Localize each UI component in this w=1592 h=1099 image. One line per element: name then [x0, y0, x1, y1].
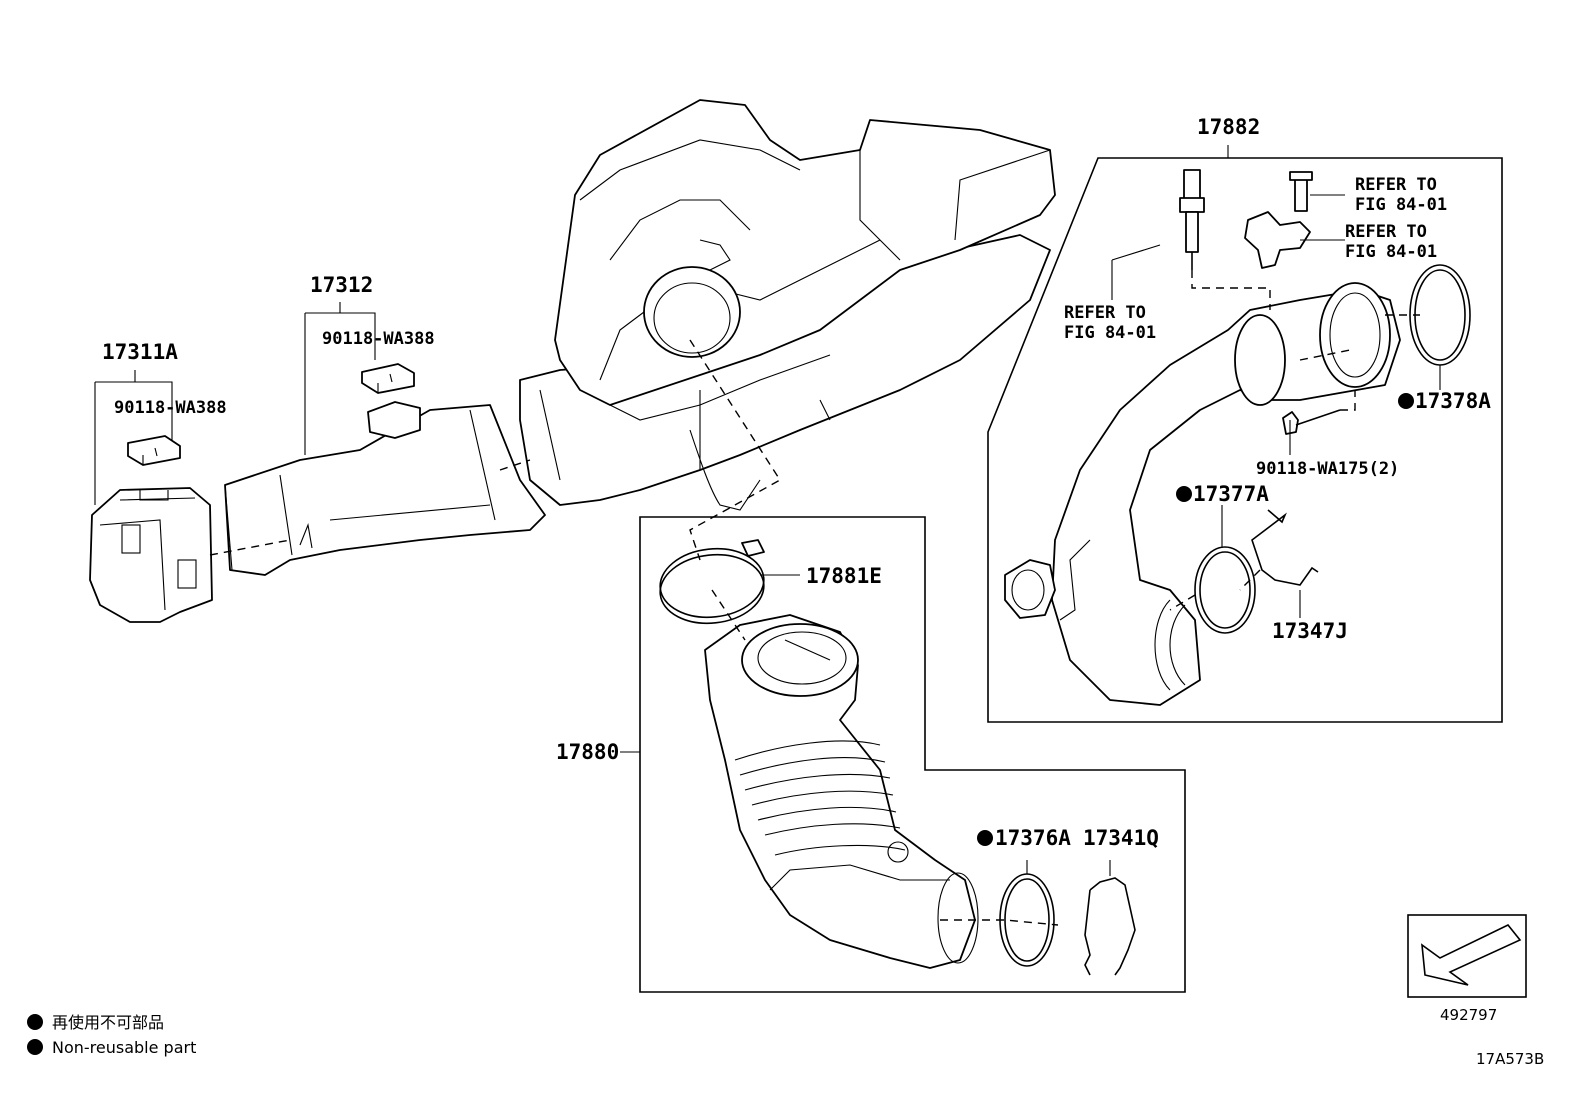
label-90118-wa388-left: 90118-WA388	[114, 398, 227, 418]
label-17880: 17880	[556, 740, 619, 764]
bolt-90118-wa175	[1282, 409, 1341, 435]
clip-90118-wa388-left	[127, 435, 181, 466]
label-refer-1a: REFER TO	[1355, 175, 1437, 195]
label-17341q: 17341Q	[1083, 826, 1159, 850]
arrow-code: 492797	[1440, 1006, 1497, 1024]
label-17377a: 17377A	[1193, 482, 1269, 506]
part-17882	[1004, 282, 1401, 706]
part-17341q	[1084, 877, 1136, 976]
label-17311a: 17311A	[102, 340, 178, 364]
callout-box-17882	[987, 157, 1503, 723]
part-17347j	[1251, 509, 1319, 586]
non-reusable-dot-17376a	[977, 830, 993, 846]
sensor-mass-air	[1244, 171, 1313, 269]
legend-en: Non-reusable part	[52, 1038, 196, 1057]
label-refer-2a: REFER TO	[1345, 222, 1427, 242]
label-refer-2b: FIG 84-01	[1345, 242, 1437, 262]
part-17880	[704, 614, 979, 969]
label-refer-3b: FIG 84-01	[1064, 323, 1156, 343]
non-reusable-dot-17377a	[1176, 486, 1192, 502]
sensor-temp	[1179, 169, 1205, 270]
label-17882: 17882	[1197, 115, 1260, 139]
label-refer-1b: FIG 84-01	[1355, 195, 1447, 215]
part-17311a	[89, 487, 213, 623]
label-17378a: 17378A	[1415, 389, 1491, 413]
label-90118-wa388-upper: 90118-WA388	[322, 329, 435, 349]
non-reusable-dot-17378a	[1398, 393, 1414, 409]
legend-jp: 再使用不可部品	[52, 1013, 164, 1032]
direction-arrow-box	[1407, 914, 1527, 998]
label-17376a: 17376A	[995, 826, 1071, 850]
part-17377a	[1194, 546, 1256, 634]
label-17347j: 17347J	[1272, 619, 1348, 643]
callout-box-17880	[639, 516, 1186, 993]
part-17881e	[659, 539, 765, 625]
assembly-lines	[209, 270, 1420, 926]
legend-dot-en	[27, 1039, 43, 1055]
air-cleaner-assembly	[519, 99, 1056, 511]
figure-code: 17A573B	[1476, 1050, 1544, 1068]
leader-lines	[94, 145, 1441, 876]
label-17881e: 17881E	[806, 564, 882, 588]
part-17312	[224, 401, 546, 576]
part-17376a	[999, 873, 1055, 967]
legend-dot-jp	[27, 1014, 43, 1030]
clip-90118-wa388-upper	[361, 363, 415, 394]
label-refer-3a: REFER TO	[1064, 303, 1146, 323]
label-17312: 17312	[310, 273, 373, 297]
label-90118-wa175: 90118-WA175(2)	[1256, 459, 1399, 479]
